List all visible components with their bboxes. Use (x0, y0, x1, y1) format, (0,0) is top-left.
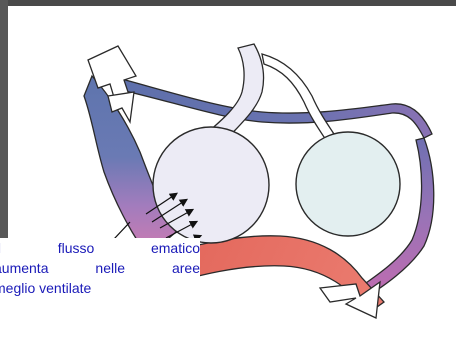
poorly-ventilated-alveolus (296, 132, 400, 236)
airway-bronchiole-2 (262, 54, 334, 140)
caption-line-2: aumenta nelle aree (0, 258, 200, 278)
caption-line-3: meglio ventilate (0, 278, 200, 298)
caption-box: Il flusso ematico aumenta nelle aree meg… (0, 238, 200, 298)
caption-line-1: Il flusso ematico (0, 238, 200, 258)
top-vessel (112, 78, 432, 138)
well-ventilated-alveolus (153, 127, 269, 243)
airway-bronchiole (208, 44, 264, 140)
